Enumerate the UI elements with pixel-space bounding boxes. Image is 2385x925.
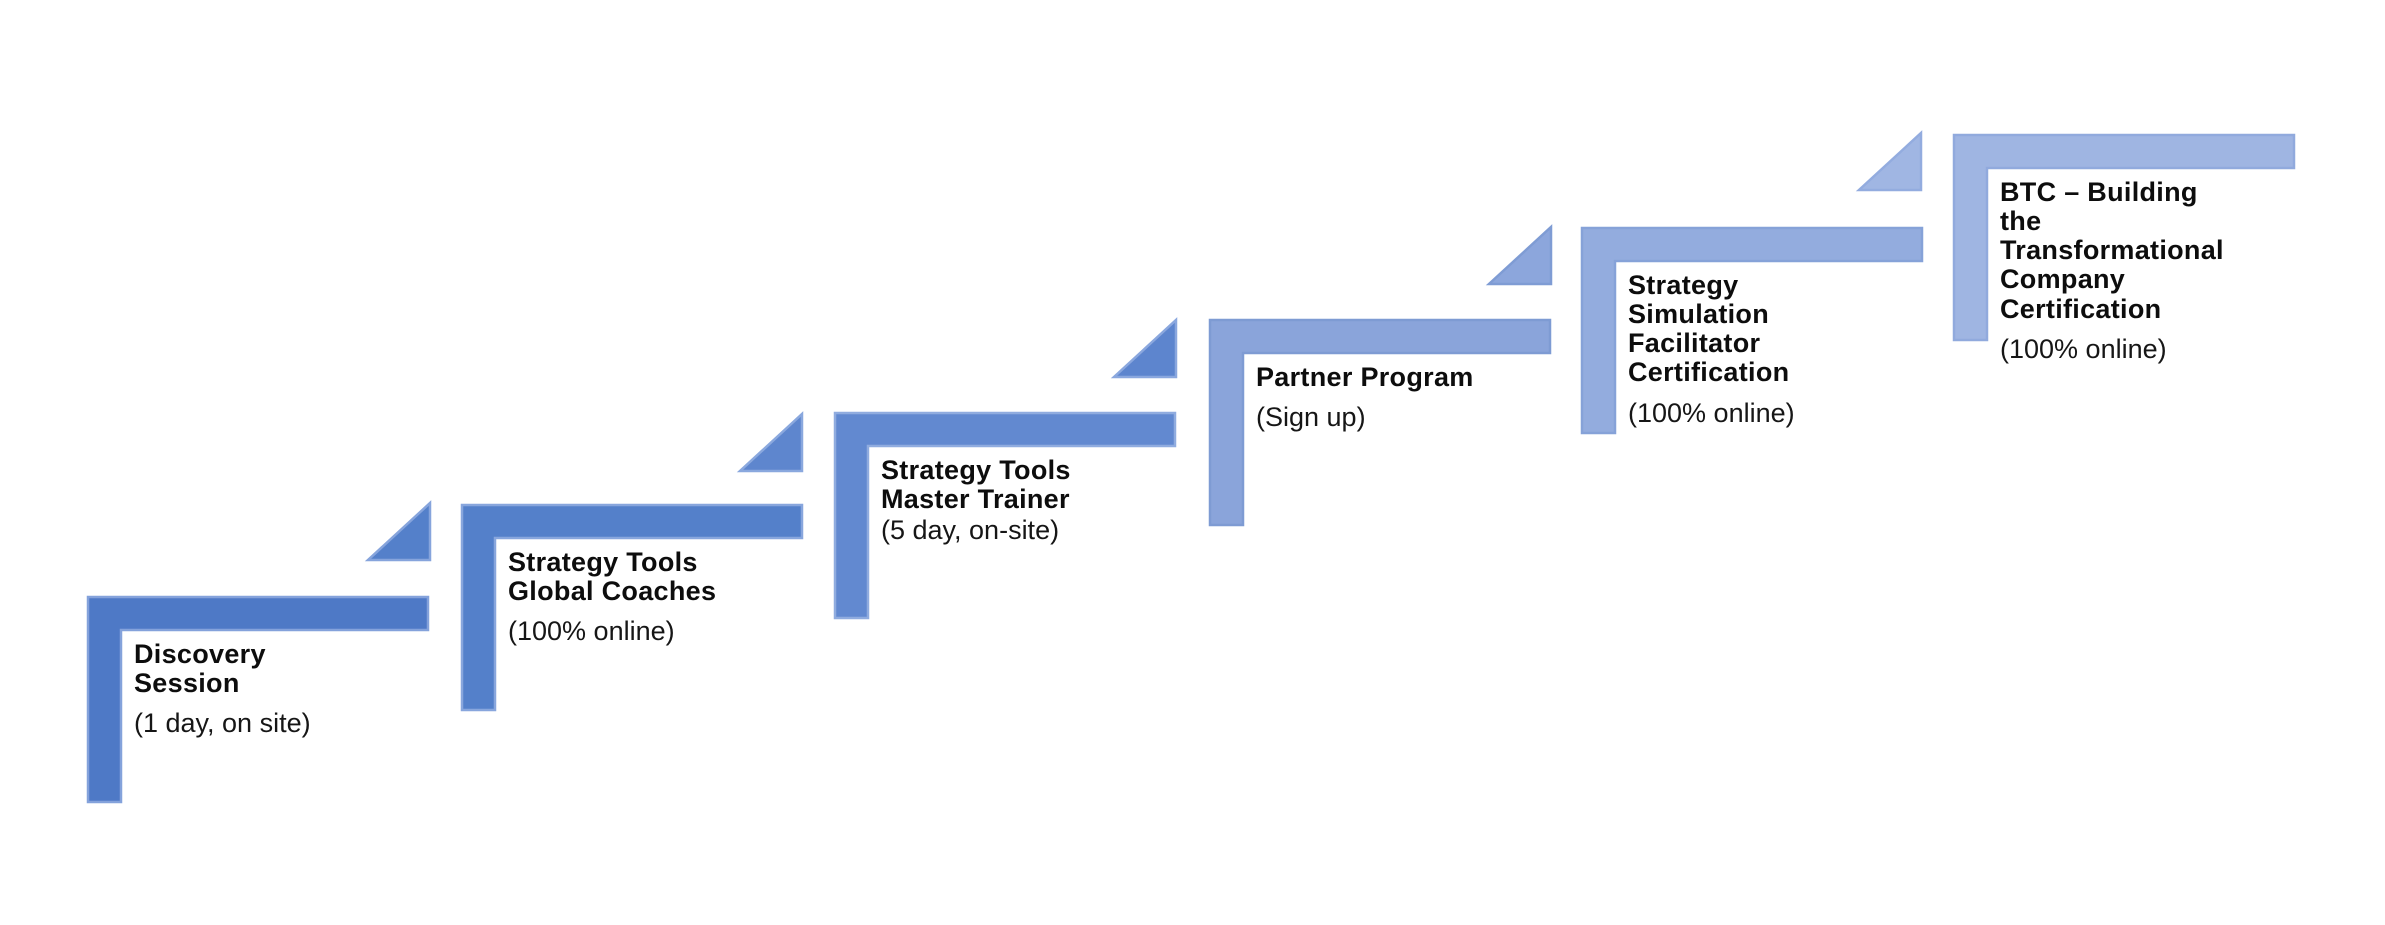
step-5-label: Strategy Simulation Facilitator Certific… [1628,270,1795,428]
ramp-arrow-icon [1110,317,1178,379]
step-6-label: BTC – Building the Transformational Comp… [2000,177,2224,364]
ramp-arrow-icon [736,411,804,473]
step-title: BTC – Building the Transformational Comp… [2000,177,2224,324]
step-1-label: Discovery Session (1 day, on site) [134,639,311,739]
step-2-shape [460,503,804,712]
step-subtitle: (100% online) [2000,333,2167,364]
step-subtitle: (100% online) [508,616,675,647]
step-title: Partner Program [1256,362,1474,392]
step-3-shape [833,411,1177,620]
step-subtitle: (100% online) [1628,397,1795,428]
step-subtitle: (Sign up) [1256,402,1366,433]
step-title: Strategy Tools Master Trainer [881,455,1071,515]
step-2-label: Strategy Tools Global Coaches (100% onli… [508,547,717,647]
step-3-label: Strategy Tools Master Trainer (5 day, on… [881,455,1071,546]
ramp-arrow-icon [1485,224,1553,286]
ramp-arrow-icon [1855,130,1923,192]
step-6-shape [1952,133,2296,342]
step-subtitle: (5 day, on-site) [881,515,1060,546]
step-title: Strategy Simulation Facilitator Certific… [1628,270,1790,388]
step-title: Strategy Tools Global Coaches [508,547,717,607]
step-4-label: Partner Program (Sign up) [1256,362,1474,433]
step-1-shape [86,595,430,804]
ramp-arrow-icon [364,500,432,562]
step-subtitle: (1 day, on site) [134,708,311,739]
step-title: Discovery Session [134,639,266,699]
step-4-shape [1208,318,1552,527]
step-5-shape [1580,226,1924,435]
